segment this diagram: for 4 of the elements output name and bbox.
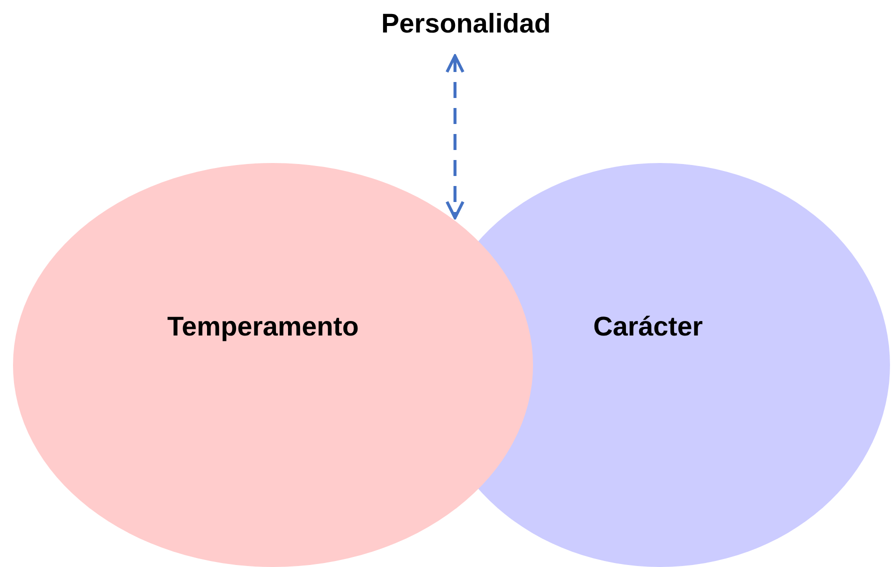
double-arrow (446, 54, 464, 220)
circle-label: Temperamento (167, 312, 359, 342)
circle-label: Carácter (593, 312, 703, 342)
heading-text: Personalidad (381, 8, 551, 40)
